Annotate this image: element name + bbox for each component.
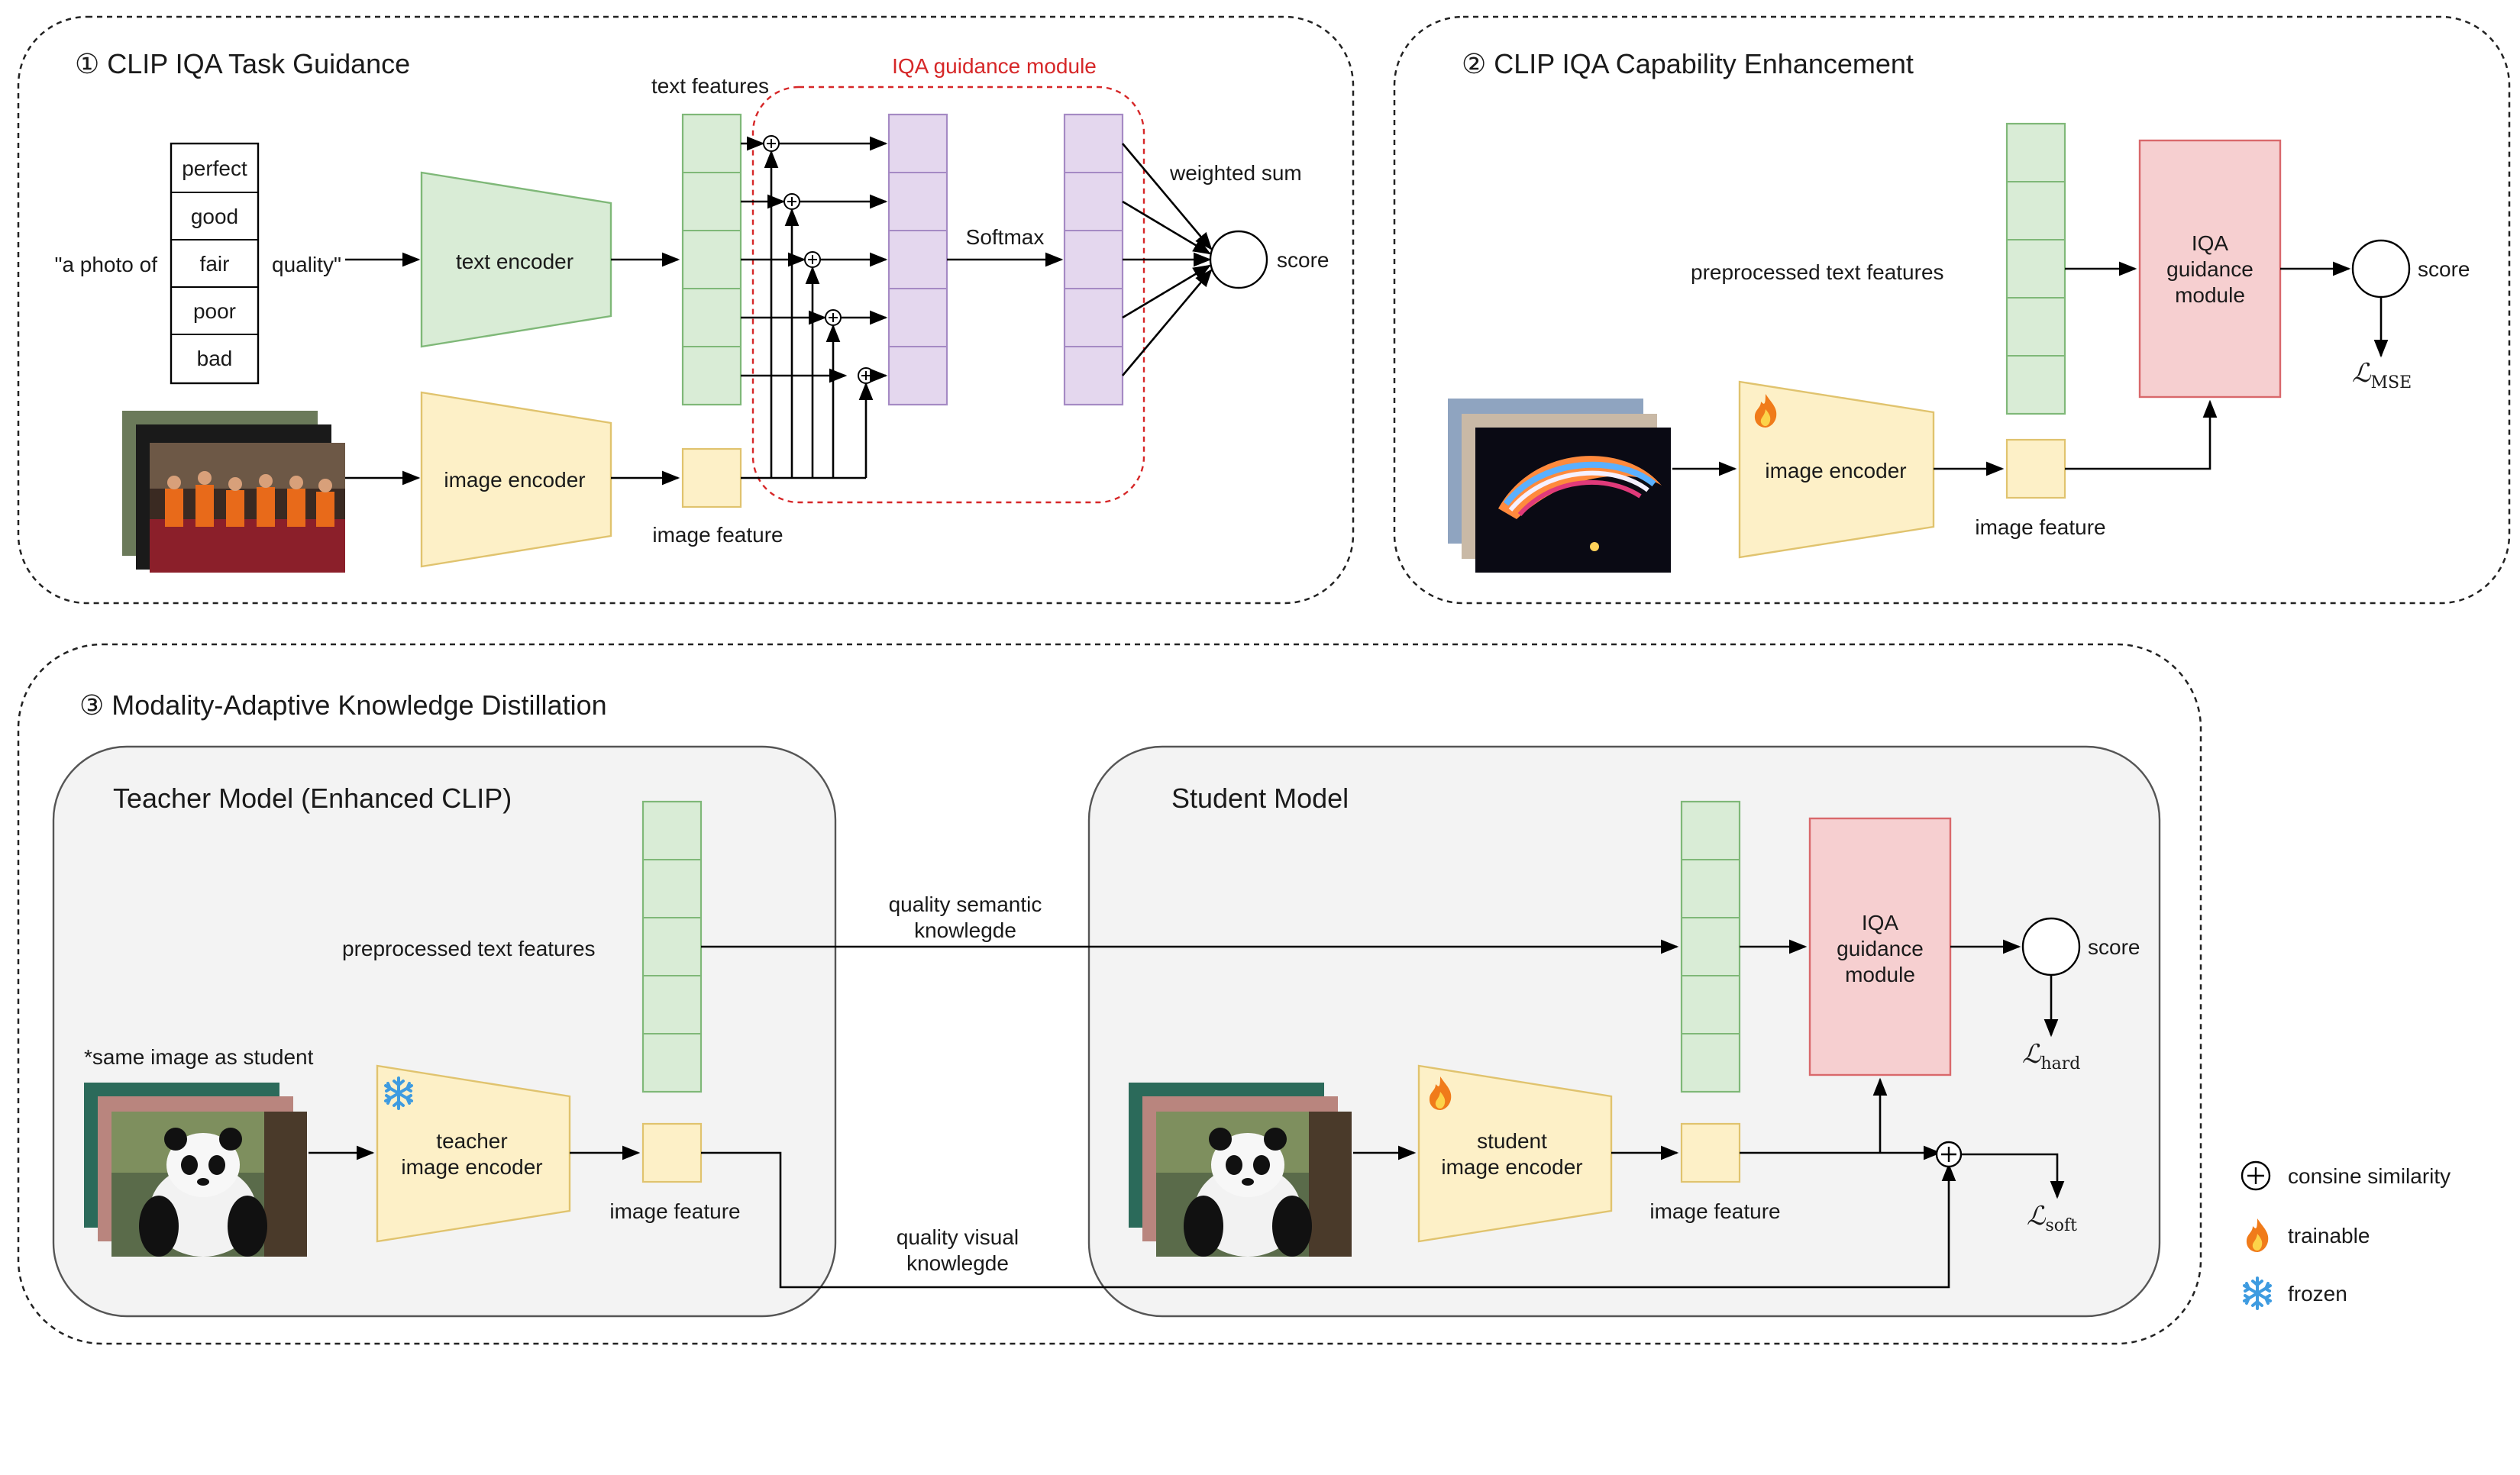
preprocessed-text-features-3: preprocessed text features xyxy=(342,937,596,960)
teacher-encoder-line2: image encoder xyxy=(401,1155,542,1179)
cosine-similarity-node xyxy=(1935,1141,1963,1168)
section1-title: ① CLIP IQA Task Guidance xyxy=(75,48,410,79)
teacher-title: Teacher Model (Enhanced CLIP) xyxy=(113,783,512,814)
image-feature-1 xyxy=(681,447,742,508)
student-title: Student Model xyxy=(1171,783,1349,814)
image-encoder-1 xyxy=(420,391,612,568)
snowflake-icon xyxy=(2243,1277,2272,1310)
image-feature-2 xyxy=(2005,438,2066,499)
loss-soft: ℒsoft xyxy=(2027,1201,2077,1235)
word-bad: bad xyxy=(197,347,233,370)
preprocessed-text-features-2: preprocessed text features xyxy=(1691,260,1944,284)
loss-hard: ℒhard xyxy=(2022,1039,2080,1073)
visual-knowledge-line2: knowlegde xyxy=(906,1251,1009,1275)
section-knowledge-distillation: ③ Modality-Adaptive Knowledge Distillati… xyxy=(17,643,2202,1345)
word-perfect: perfect xyxy=(182,157,247,180)
image-encoder-1-label: image encoder xyxy=(444,468,585,492)
loss-mse: ℒMSE xyxy=(2352,358,2412,392)
softmax-column xyxy=(1063,113,1124,406)
section3-title: ③ Modality-Adaptive Knowledge Distillati… xyxy=(79,689,607,721)
section1-border xyxy=(17,15,1355,605)
word-good: good xyxy=(191,205,238,228)
word-poor: poor xyxy=(193,299,236,323)
teacher-image-encoder xyxy=(376,1064,571,1243)
visual-knowledge-line1: quality visual xyxy=(897,1225,1019,1249)
text-features-label: text features xyxy=(651,74,769,98)
image-feature-1-label: image feature xyxy=(652,523,783,547)
input-images-stack-1 xyxy=(122,411,345,573)
arrow-cosine-to-loss-soft xyxy=(1961,1153,2065,1199)
softmax-label: Softmax xyxy=(966,225,1045,249)
iqa-guidance-module-3 xyxy=(1808,817,1952,1076)
arrow-visual-knowledge xyxy=(701,1151,1956,1289)
score-1-label: score xyxy=(1277,248,1329,272)
same-image-note: *same image as student xyxy=(84,1045,314,1069)
student-image-feature xyxy=(1680,1122,1741,1183)
module-3-line2: guidance xyxy=(1837,937,1924,960)
module-3-line1: IQA xyxy=(1862,911,1899,934)
section-task-guidance: ① CLIP IQA Task Guidance "a photo of per… xyxy=(17,15,1355,605)
arrow-feature-to-module-2 xyxy=(2065,399,2218,470)
section3-border xyxy=(17,643,2202,1345)
student-image-encoder xyxy=(1417,1064,1613,1243)
adder-circles xyxy=(763,135,874,384)
legend-frozen-label: frozen xyxy=(2288,1282,2347,1306)
score-node-3 xyxy=(2021,917,2081,976)
feature-to-adder-lines xyxy=(741,136,848,383)
score-node-2 xyxy=(2351,239,2411,299)
legend-trainable-label: trainable xyxy=(2288,1224,2370,1247)
score-3-label: score xyxy=(2088,935,2140,959)
prompt-prefix: "a photo of xyxy=(55,253,158,276)
score-2-label: score xyxy=(2418,257,2470,281)
score-node-1 xyxy=(1209,230,1268,289)
iqa-guidance-module-region xyxy=(751,86,1145,504)
flame-icon xyxy=(2246,1218,2269,1252)
adder-to-purple-lines xyxy=(779,136,888,383)
student-encoder-line1: student xyxy=(1477,1129,1547,1153)
section2-border xyxy=(1393,15,2511,605)
prompt-suffix: quality" xyxy=(272,253,341,276)
image-encoder-2-label: image encoder xyxy=(1765,459,1906,483)
text-features-column xyxy=(681,113,742,406)
teacher-text-features-column xyxy=(641,800,703,1093)
teacher-image-feature xyxy=(641,1122,703,1183)
section2-title: ② CLIP IQA Capability Enhancement xyxy=(1462,48,1914,79)
semantic-knowledge-line2: knowlegde xyxy=(914,918,1016,942)
word-fair: fair xyxy=(200,252,230,276)
teacher-images-stack xyxy=(84,1083,307,1257)
student-text-features-column xyxy=(1680,800,1741,1093)
text-encoder-label: text encoder xyxy=(456,250,573,273)
teacher-encoder-line1: teacher xyxy=(436,1129,507,1153)
module-2-line3: module xyxy=(2175,283,2245,307)
text-encoder xyxy=(420,171,612,348)
student-encoder-line2: image encoder xyxy=(1441,1155,1582,1179)
module-3-line3: module xyxy=(1845,963,1915,986)
section-capability-enhancement: ② CLIP IQA Capability Enhancement prepro… xyxy=(1393,15,2511,605)
image-feature-broadcast-lines xyxy=(741,150,874,479)
weighted-sum-arrows xyxy=(1122,143,1213,376)
quality-word-table: perfect good fair poor bad xyxy=(170,142,260,385)
teacher-image-feature-label: image feature xyxy=(609,1199,740,1223)
similarity-column xyxy=(887,113,948,406)
weighted-sum-label: weighted sum xyxy=(1169,161,1302,185)
iqa-guidance-module-label: IQA guidance module xyxy=(892,54,1097,78)
semantic-knowledge-line1: quality semantic xyxy=(889,892,1042,916)
student-images-stack xyxy=(1129,1083,1352,1257)
image-encoder-2 xyxy=(1738,380,1935,559)
module-2-line2: guidance xyxy=(2166,257,2253,281)
iqa-guidance-module-2 xyxy=(2138,139,2282,399)
text-features-column-2 xyxy=(2005,122,2066,415)
student-image-feature-label: image feature xyxy=(1649,1199,1780,1223)
legend: consine similarity trainable frozen xyxy=(2241,1160,2451,1310)
image-feature-2-label: image feature xyxy=(1975,515,2105,539)
legend-cosine-label: consine similarity xyxy=(2288,1164,2451,1188)
module-2-line1: IQA xyxy=(2192,231,2229,255)
cosine-legend-icon xyxy=(2241,1160,2271,1191)
input-images-stack-2 xyxy=(1448,399,1671,573)
